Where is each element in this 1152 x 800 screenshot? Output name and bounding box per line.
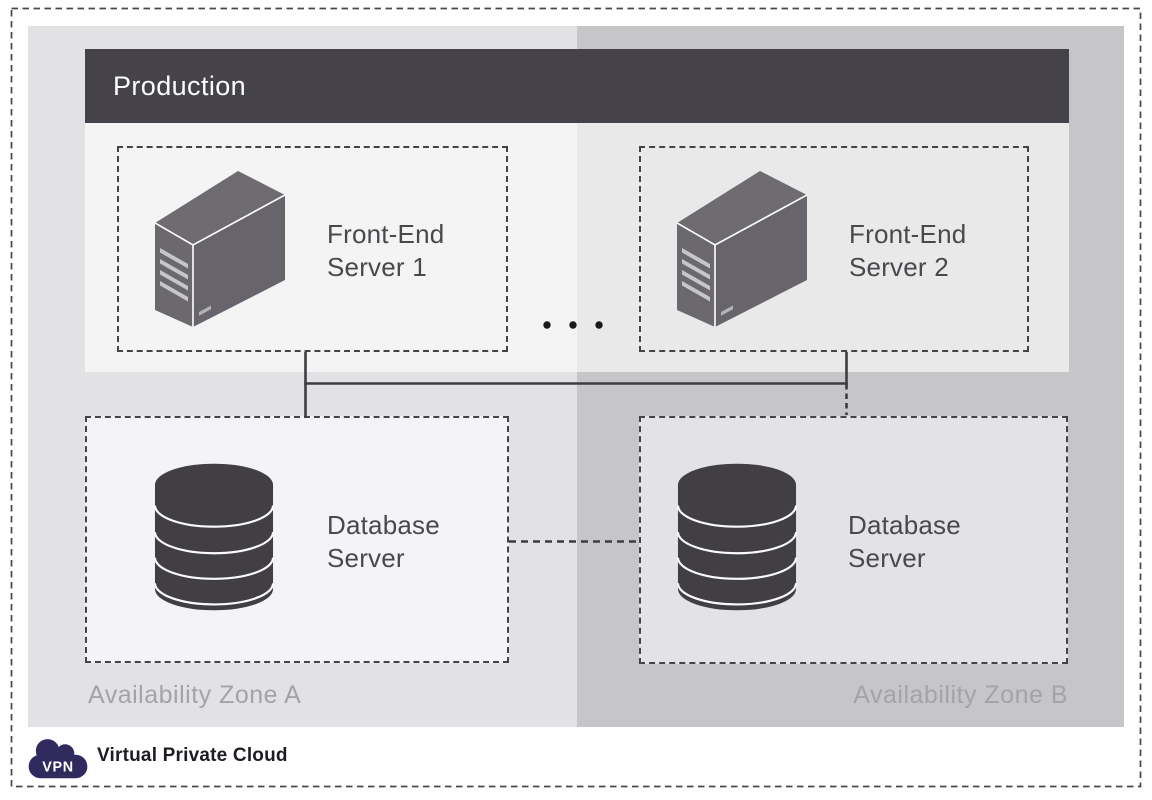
node-database-server-a — [85, 416, 509, 663]
server-icon — [155, 171, 285, 327]
database-server-a-label-line1: Database — [327, 510, 440, 540]
availability-zone-a-label: Availability Zone A — [88, 681, 302, 709]
database-server-b-label: Database Server — [848, 509, 961, 575]
production-title: Production — [113, 71, 247, 101]
database-server-a-label-line2: Server — [327, 543, 405, 573]
database-server-b-label-line1: Database — [848, 510, 961, 540]
database-icon — [153, 463, 275, 611]
front-end-server-2-label: Front-End Server 2 — [849, 218, 966, 284]
virtual-private-cloud-label: Virtual Private Cloud — [97, 745, 288, 766]
database-server-b-label-line2: Server — [848, 543, 926, 573]
server-icon — [677, 171, 807, 327]
production-group-header: Production — [85, 49, 1069, 123]
front-end-server-1-label: Front-End Server 1 — [327, 218, 444, 284]
vpn-badge-text: VPN — [42, 760, 73, 776]
front-end-server-1-label-line2: Server 1 — [327, 252, 427, 282]
front-end-server-1-label-line1: Front-End — [327, 219, 445, 249]
vpn-cloud-icon: VPN — [28, 739, 88, 779]
database-server-a-label: Database Server — [327, 509, 440, 575]
availability-zone-b-label: Availability Zone B — [853, 681, 1068, 709]
database-icon — [676, 463, 798, 611]
front-end-server-2-label-line2: Server 2 — [849, 252, 949, 282]
front-end-server-2-label-line1: Front-End — [849, 219, 967, 249]
